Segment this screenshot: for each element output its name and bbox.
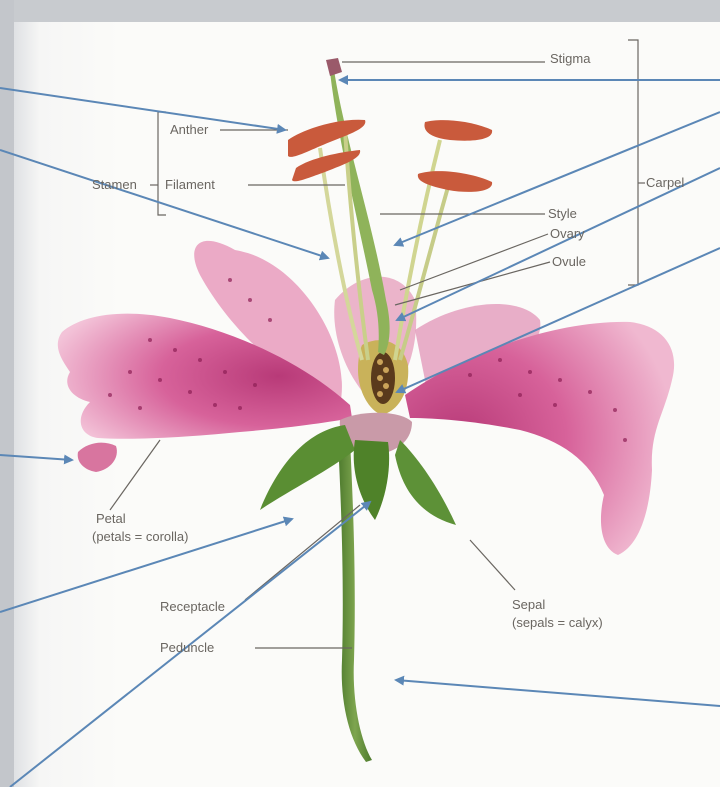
label-ovule: Ovule [552,255,586,268]
label-petal-note: (petals = corolla) [92,530,188,543]
anthers [288,120,492,192]
label-peduncle: Peduncle [160,641,214,654]
label-carpel: Carpel [646,176,684,189]
label-ovary: Ovary [550,227,585,240]
stigma [326,58,342,76]
label-filament: Filament [165,178,215,191]
label-style: Style [548,207,577,220]
label-anther: Anther [170,123,208,136]
petal-left-tip [78,443,117,472]
label-sepal-note: (sepals = calyx) [512,616,603,629]
label-sepal: Sepal [512,598,545,611]
sepal-right [395,440,456,525]
sepal-center [354,440,389,520]
label-petal: Petal [96,512,126,525]
label-receptacle: Receptacle [160,600,225,613]
label-stigma: Stigma [550,52,590,65]
label-stamen: Stamen [92,178,137,191]
